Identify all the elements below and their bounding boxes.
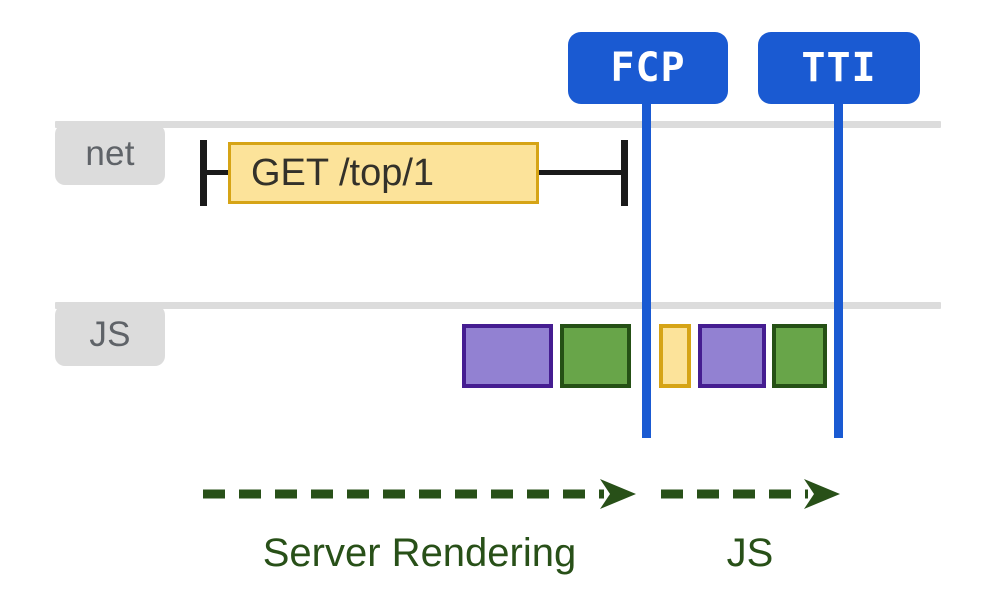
request-whisker-stem-right	[530, 170, 628, 175]
request-whisker-cap-left	[200, 140, 207, 206]
marker-line-tti	[834, 86, 843, 438]
js-task-block[interactable]	[698, 324, 766, 388]
request-whisker-stem-left	[200, 170, 240, 175]
phase-arrow-js	[658, 476, 844, 512]
js-task-block[interactable]	[560, 324, 631, 388]
phase-arrow-server-rendering	[200, 476, 640, 512]
js-task-block[interactable]	[462, 324, 553, 388]
phase-label-js: JS	[726, 531, 774, 575]
js-task-block[interactable]	[659, 324, 691, 388]
network-request-label: GET /top/1	[251, 152, 435, 194]
phase-label-server-rendering: Server Rendering	[262, 531, 577, 575]
lane-baseline-js	[55, 302, 941, 309]
request-whisker-cap-right	[621, 140, 628, 206]
lane-label-js: JS	[55, 305, 165, 366]
network-request-bar[interactable]: GET /top/1	[228, 142, 539, 204]
marker-badge-tti[interactable]: TTI	[758, 32, 920, 104]
marker-badge-fcp[interactable]: FCP	[568, 32, 728, 104]
marker-line-fcp	[642, 86, 651, 438]
lane-baseline-net	[55, 121, 941, 128]
js-task-block[interactable]	[772, 324, 827, 388]
lane-label-net: net	[55, 124, 165, 185]
